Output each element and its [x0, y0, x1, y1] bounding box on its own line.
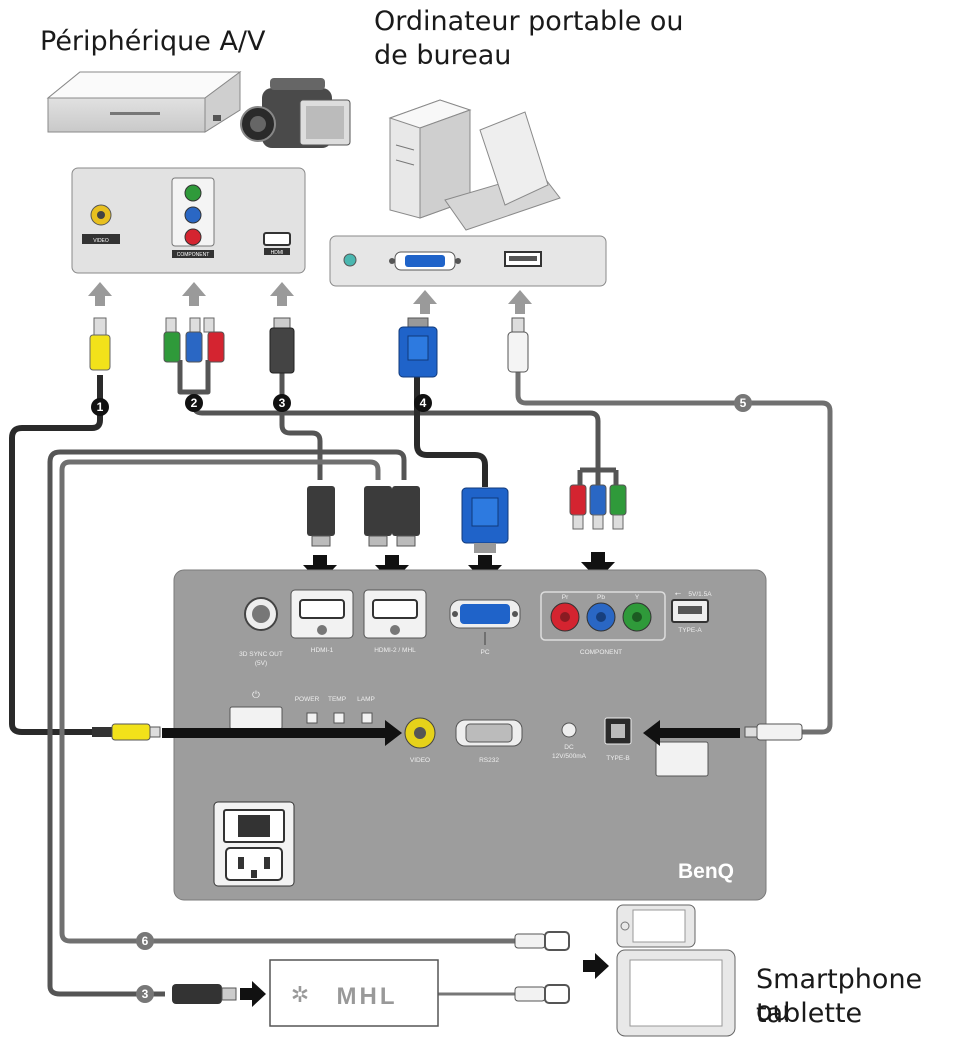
label-type-a: TYPE-A: [678, 627, 702, 634]
label-power: POWER: [295, 696, 320, 703]
computer-label-line1: Ordinateur portable ou: [374, 6, 684, 37]
label-temp: TEMP: [328, 696, 346, 703]
power-icon: ⏻: [252, 690, 260, 701]
cable-usb: [515, 370, 833, 735]
src-video-label: VIDEO: [93, 238, 109, 244]
tablet-icon: [616, 949, 736, 1037]
mobile-label-line1: Smartphone ou: [756, 964, 923, 1027]
src-component-label: COMPONENT: [177, 252, 210, 258]
callout-3b: 3: [142, 987, 149, 1001]
mobile-label-line2: tablette: [756, 998, 863, 1029]
source-connectors: [89, 317, 529, 378]
label-3d-sync: 3D SYNC OUT: [239, 651, 283, 658]
label-dc: DC: [564, 744, 574, 751]
usb-plug: [643, 720, 803, 746]
usb-icon: ⭠: [675, 589, 682, 598]
cable-mhl-left: [47, 449, 407, 997]
label-lamp: LAMP: [357, 696, 375, 703]
label-comp-y: Y: [635, 594, 640, 601]
label-comp-pr: Pr: [562, 594, 569, 601]
label-comp-pb: Pb: [597, 594, 605, 601]
src-hdmi-label: HDMI: [271, 250, 284, 256]
label-dc-sub: 12V/500mA: [552, 753, 587, 760]
smartphone-icon: [616, 904, 696, 948]
cable-vga: [414, 375, 488, 487]
label-pc: PC: [480, 649, 489, 656]
callout-5: 5: [740, 396, 747, 410]
cables: [9, 360, 833, 997]
mhl-logo: MHL: [337, 983, 398, 1010]
av-source-panel: [71, 167, 306, 274]
label-type-b: TYPE-B: [606, 755, 629, 762]
label-usb-power: 5V/1.5A: [688, 591, 712, 598]
up-arrows: [88, 282, 532, 314]
projector-port-labels: 3D SYNC OUT (5V) HDMI-1 HDMI-2 / MHL PC …: [239, 591, 712, 764]
callout-4: 4: [420, 396, 427, 410]
callout-1: 1: [97, 400, 104, 414]
label-video: VIDEO: [410, 757, 430, 764]
computer-label-line2: de bureau: [374, 40, 512, 71]
callout-2: 2: [191, 396, 198, 410]
label-hdmi1: HDMI-1: [311, 647, 334, 654]
computer-port-panel: [329, 235, 607, 287]
mhl-chain: [172, 931, 609, 1027]
cable-component: [177, 360, 619, 485]
composite-plug: [92, 720, 402, 746]
callouts: 1 2 3 4 5 6 3: [91, 394, 752, 1003]
callout-3: 3: [279, 396, 286, 410]
computer-icon: [388, 99, 561, 231]
brand-logo: BenQ: [678, 860, 734, 883]
av-device-label: Périphérique A/V: [40, 26, 266, 57]
projector-rear-panel: [173, 569, 767, 901]
projector-cable-plugs: [307, 484, 627, 553]
cable-hdmi2-left: [59, 459, 515, 944]
camcorder-icon: [240, 78, 351, 148]
mhl-star-icon: ✲: [291, 982, 309, 1007]
port-labels: VIDEO COMPONENT HDMI: [93, 238, 283, 258]
callout-6: 6: [142, 934, 149, 948]
av-player: [46, 71, 242, 133]
label-hdmi2: HDMI-2 / MHL: [374, 647, 416, 654]
cable-hdmi: [279, 370, 323, 480]
label-component: COMPONENT: [580, 649, 622, 656]
down-arrows: [303, 552, 615, 583]
label-3d-sync-sub: (5V): [255, 660, 267, 667]
cable-composite: [9, 375, 103, 735]
label-rs232: RS232: [479, 757, 499, 764]
